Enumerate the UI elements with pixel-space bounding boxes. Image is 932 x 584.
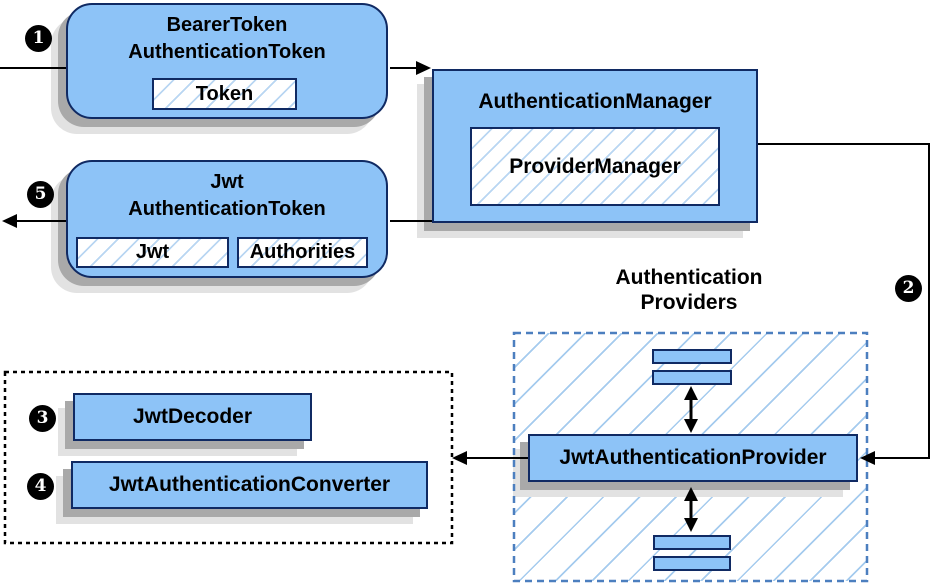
jwt-authentication-converter-node: JwtAuthenticationConverter bbox=[71, 461, 428, 509]
provider-manager-chip: ProviderManager bbox=[470, 127, 720, 206]
step-5-badge: 5 bbox=[27, 181, 54, 208]
jwt-authentication-token-node: Jwt AuthenticationToken Jwt Authorities bbox=[66, 160, 388, 278]
edge-outgoing-jwt-token bbox=[2, 214, 66, 228]
providers-label-line1: Authentication bbox=[615, 266, 763, 289]
edge-bearer-to-manager bbox=[390, 61, 431, 75]
step-3-badge: 3 bbox=[29, 405, 56, 432]
authentication-manager-title: AuthenticationManager bbox=[478, 90, 712, 113]
token-chip: Token bbox=[152, 78, 297, 110]
authentication-providers-label: Authentication Providers bbox=[565, 265, 813, 315]
provider-placeholder-bar bbox=[652, 349, 732, 364]
provider-placeholder-bar bbox=[653, 556, 731, 571]
authorities-chip: Authorities bbox=[237, 237, 368, 268]
jwt-authentication-provider-node: JwtAuthenticationProvider bbox=[528, 434, 858, 482]
provider-placeholder-bar bbox=[652, 370, 732, 385]
jwt-token-title-line1: Jwt bbox=[210, 171, 244, 193]
step-1-badge: 1 bbox=[25, 25, 52, 52]
jwt-token-title-line2: AuthenticationToken bbox=[128, 198, 326, 220]
bearer-token-authentication-token-node: BearerToken AuthenticationToken Token bbox=[66, 3, 388, 119]
step-4-badge: 4 bbox=[27, 473, 54, 500]
providers-label-line2: Providers bbox=[640, 291, 738, 314]
provider-placeholder-bar bbox=[653, 535, 731, 550]
authentication-manager-node: AuthenticationManager ProviderManager bbox=[432, 69, 758, 223]
bearer-token-title-line1: BearerToken bbox=[166, 14, 288, 36]
step-2-badge: 2 bbox=[895, 275, 922, 302]
bearer-token-title-line2: AuthenticationToken bbox=[128, 41, 326, 63]
jwt-decoder-node: JwtDecoder bbox=[73, 393, 312, 441]
jwt-chip: Jwt bbox=[76, 237, 229, 268]
